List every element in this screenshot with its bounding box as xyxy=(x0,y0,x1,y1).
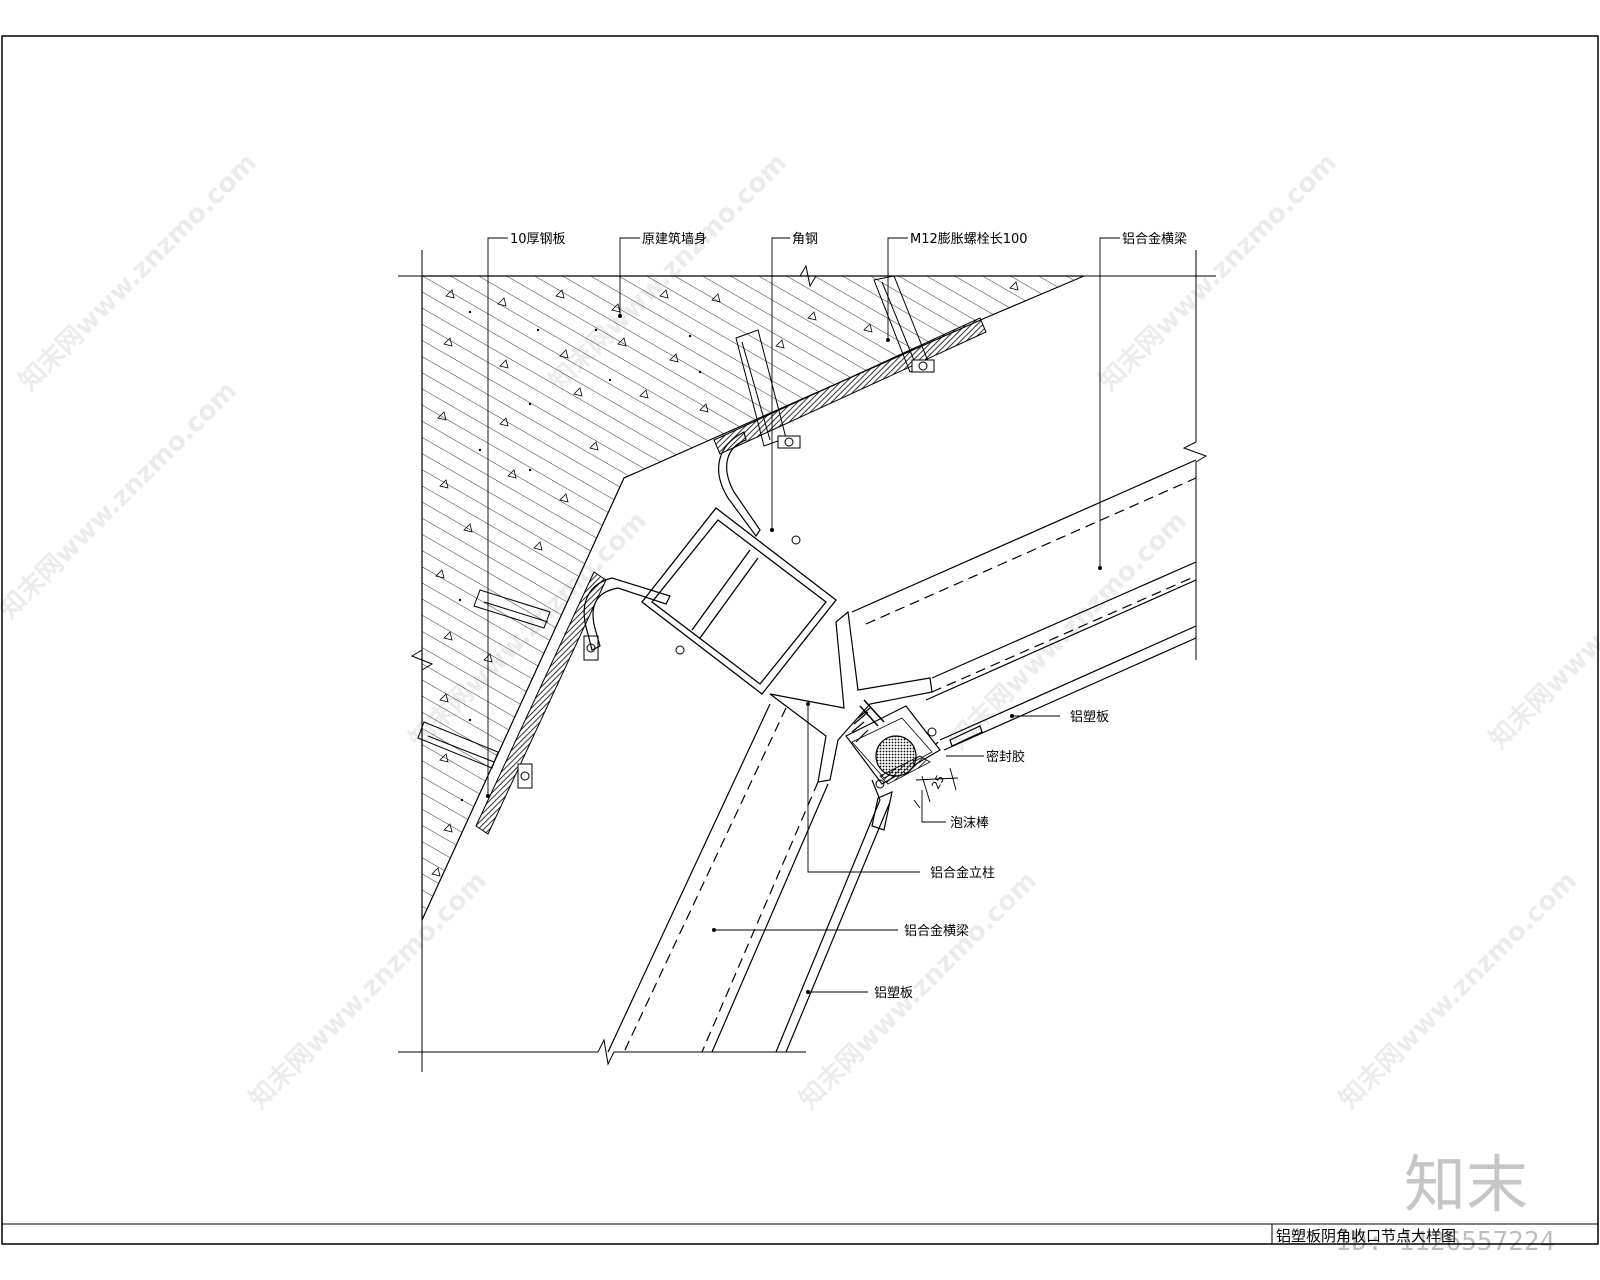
label-steel-plate: 10厚钢板 xyxy=(510,232,566,247)
watermark-text: 知末网www.znzmo.com xyxy=(14,148,263,397)
watermark-id: ID: 1126557224 xyxy=(1336,1227,1555,1257)
label-acp-lower: 铝塑板 xyxy=(874,986,913,1001)
label-foam-rod: 泡沫棒 xyxy=(950,816,989,831)
label-sealant: 密封胶 xyxy=(986,749,1025,765)
watermark-text: 知末网www.znzmo.com xyxy=(794,866,1043,1115)
dimension-25 xyxy=(913,767,959,809)
watermark-text: 知末网www.znzmo.com xyxy=(0,376,243,625)
drawing-border xyxy=(1,35,1599,1245)
bolt-angle-1 xyxy=(791,535,801,545)
watermark-text: 知末网www.znzmo.com xyxy=(944,506,1193,755)
watermark-text: 知末网www.znzmo.com xyxy=(244,866,493,1115)
bolt-angle-2 xyxy=(675,645,685,655)
break-lines xyxy=(398,250,1216,1072)
steel-plate-upper xyxy=(713,317,987,455)
watermark-text: 知末网www.znzmo.com xyxy=(1484,506,1600,755)
label-al-beam-upper: 铝合金横梁 xyxy=(1122,231,1187,247)
leader-lines xyxy=(487,237,1120,993)
label-acp-right: 铝塑板 xyxy=(1070,710,1109,725)
watermark-text: 知末网www.znzmo.com xyxy=(1334,866,1583,1115)
angle-steel-upper xyxy=(718,431,761,538)
angle-steel-lower xyxy=(583,577,671,651)
drawing-title: 铝塑板阴角收口节点大样图 xyxy=(1276,1227,1456,1245)
watermark-logo: 知末 xyxy=(1404,1148,1528,1221)
corner-seal-detail xyxy=(845,699,941,789)
label-original-wall: 原建筑墙身 xyxy=(642,231,707,247)
aluminum-square-tube xyxy=(641,507,837,695)
expansion-bolts xyxy=(417,275,935,789)
label-al-column: 铝合金立柱 xyxy=(930,865,995,881)
label-al-beam-lower: 铝合金横梁 xyxy=(904,923,969,939)
aluminum-beam-lower xyxy=(607,703,891,1053)
leader-dots xyxy=(486,314,1102,994)
watermark-text: 知末网www.znzmo.com xyxy=(1094,148,1343,397)
label-angle-steel: 角钢 xyxy=(792,232,818,247)
steel-plate-lower xyxy=(475,571,607,835)
label-expansion-bolt: M12膨胀螺栓长100 xyxy=(910,232,1028,247)
dimension-label: 25 xyxy=(929,773,947,791)
aluminum-beam-upper xyxy=(851,459,1197,751)
